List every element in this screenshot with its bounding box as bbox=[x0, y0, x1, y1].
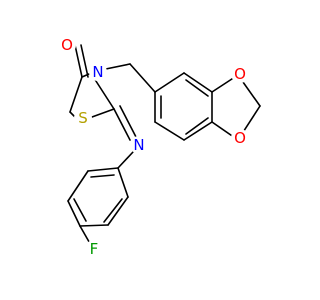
bond bbox=[183, 72, 213, 93]
atom-label-ring-n: N bbox=[89, 63, 107, 81]
atom-n-imine: N bbox=[133, 136, 144, 154]
atom-o-carbonyl: O bbox=[61, 36, 73, 54]
bond bbox=[91, 108, 115, 118]
bond bbox=[183, 121, 213, 141]
atom-label-carbonyl-o: O bbox=[58, 36, 76, 54]
molecule-structure: O N S N O O F bbox=[58, 36, 261, 258]
bond bbox=[87, 167, 119, 172]
bond bbox=[69, 76, 83, 113]
atom-label-ring-s: S bbox=[74, 109, 92, 127]
bond bbox=[117, 167, 129, 198]
bond bbox=[103, 198, 123, 223]
atom-n-ring: N bbox=[92, 63, 103, 81]
bond-lines bbox=[67, 44, 261, 248]
bond bbox=[154, 72, 185, 93]
bond bbox=[90, 174, 115, 178]
atom-label-dioxole-o2: O bbox=[231, 129, 249, 147]
atom-label-dioxole-o1: O bbox=[231, 65, 249, 83]
bond bbox=[154, 121, 185, 141]
bond bbox=[117, 151, 134, 169]
bond bbox=[67, 200, 81, 227]
atom-o-dioxole-2: O bbox=[234, 129, 246, 147]
bond bbox=[129, 63, 156, 93]
bond bbox=[74, 44, 83, 78]
atom-s-ring: S bbox=[78, 109, 88, 127]
atom-label-f: F bbox=[85, 240, 103, 258]
bond bbox=[93, 77, 115, 110]
bond bbox=[69, 111, 76, 118]
bond bbox=[119, 105, 137, 138]
atom-f: F bbox=[90, 240, 99, 258]
bond bbox=[67, 170, 89, 202]
bond bbox=[113, 108, 131, 141]
bond bbox=[185, 117, 209, 135]
atom-labels: O N S N O O F bbox=[58, 36, 249, 258]
bond bbox=[80, 44, 89, 78]
bond bbox=[79, 224, 109, 227]
bond bbox=[73, 198, 87, 222]
atom-label-imine-n: N bbox=[130, 136, 148, 154]
bond bbox=[107, 196, 129, 226]
bond bbox=[185, 79, 209, 97]
atom-o-dioxole-1: O bbox=[234, 65, 246, 83]
